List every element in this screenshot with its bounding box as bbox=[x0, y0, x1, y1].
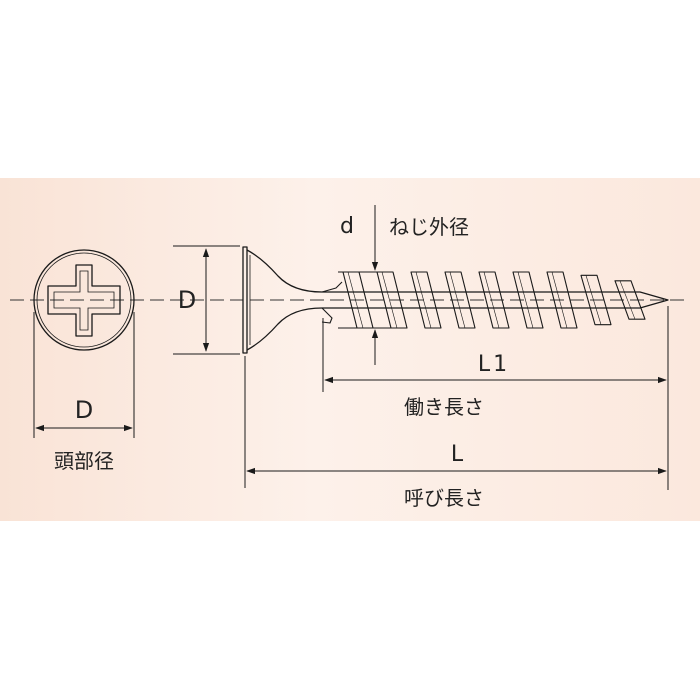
head-diameter-left-label: D bbox=[75, 396, 93, 424]
thread-flank-line bbox=[517, 271, 534, 329]
thread-length-label: L1 bbox=[478, 352, 510, 377]
thread-length-dimension bbox=[322, 306, 669, 392]
thread-flank-line bbox=[415, 271, 432, 329]
thread-crest bbox=[614, 280, 646, 320]
screw-threads bbox=[342, 271, 646, 329]
thread-crest bbox=[546, 271, 578, 329]
head-diameter-dimension bbox=[33, 312, 135, 438]
screw-head-profile bbox=[242, 246, 248, 354]
thread-flank-line bbox=[449, 271, 466, 329]
thread-length-caption: 働き長さ bbox=[404, 395, 484, 419]
nominal-length-label: L bbox=[451, 442, 464, 467]
screw-side-view bbox=[242, 246, 669, 354]
head-side-diameter-dimension bbox=[173, 245, 240, 355]
thread-flank-line bbox=[347, 271, 364, 329]
thread-diameter-label: d bbox=[340, 214, 354, 239]
thread-diameter-caption: ねじ外径 bbox=[389, 215, 469, 239]
head-side-diameter-label: D bbox=[178, 286, 196, 314]
thread-crest bbox=[580, 274, 612, 326]
nominal-length-caption: 呼び長さ bbox=[404, 486, 484, 510]
phillips-cross-recess bbox=[47, 264, 121, 337]
thread-flank-line bbox=[585, 275, 602, 325]
thread-crest bbox=[410, 271, 442, 329]
thread-diameter-dimension bbox=[338, 205, 392, 365]
thread-flank-line bbox=[619, 280, 636, 320]
head-diameter-caption: 頭部径 bbox=[54, 449, 114, 473]
nominal-length-dimension bbox=[244, 356, 669, 490]
thread-crest bbox=[444, 271, 476, 329]
thread-flank-line bbox=[483, 271, 500, 329]
thread-flank-line bbox=[551, 271, 568, 329]
screw-head-top-view bbox=[33, 249, 135, 351]
thread-crest bbox=[478, 271, 510, 329]
thread-flank-line bbox=[381, 271, 398, 329]
thread-crest bbox=[512, 271, 544, 329]
diagram-background-panel bbox=[0, 178, 700, 521]
